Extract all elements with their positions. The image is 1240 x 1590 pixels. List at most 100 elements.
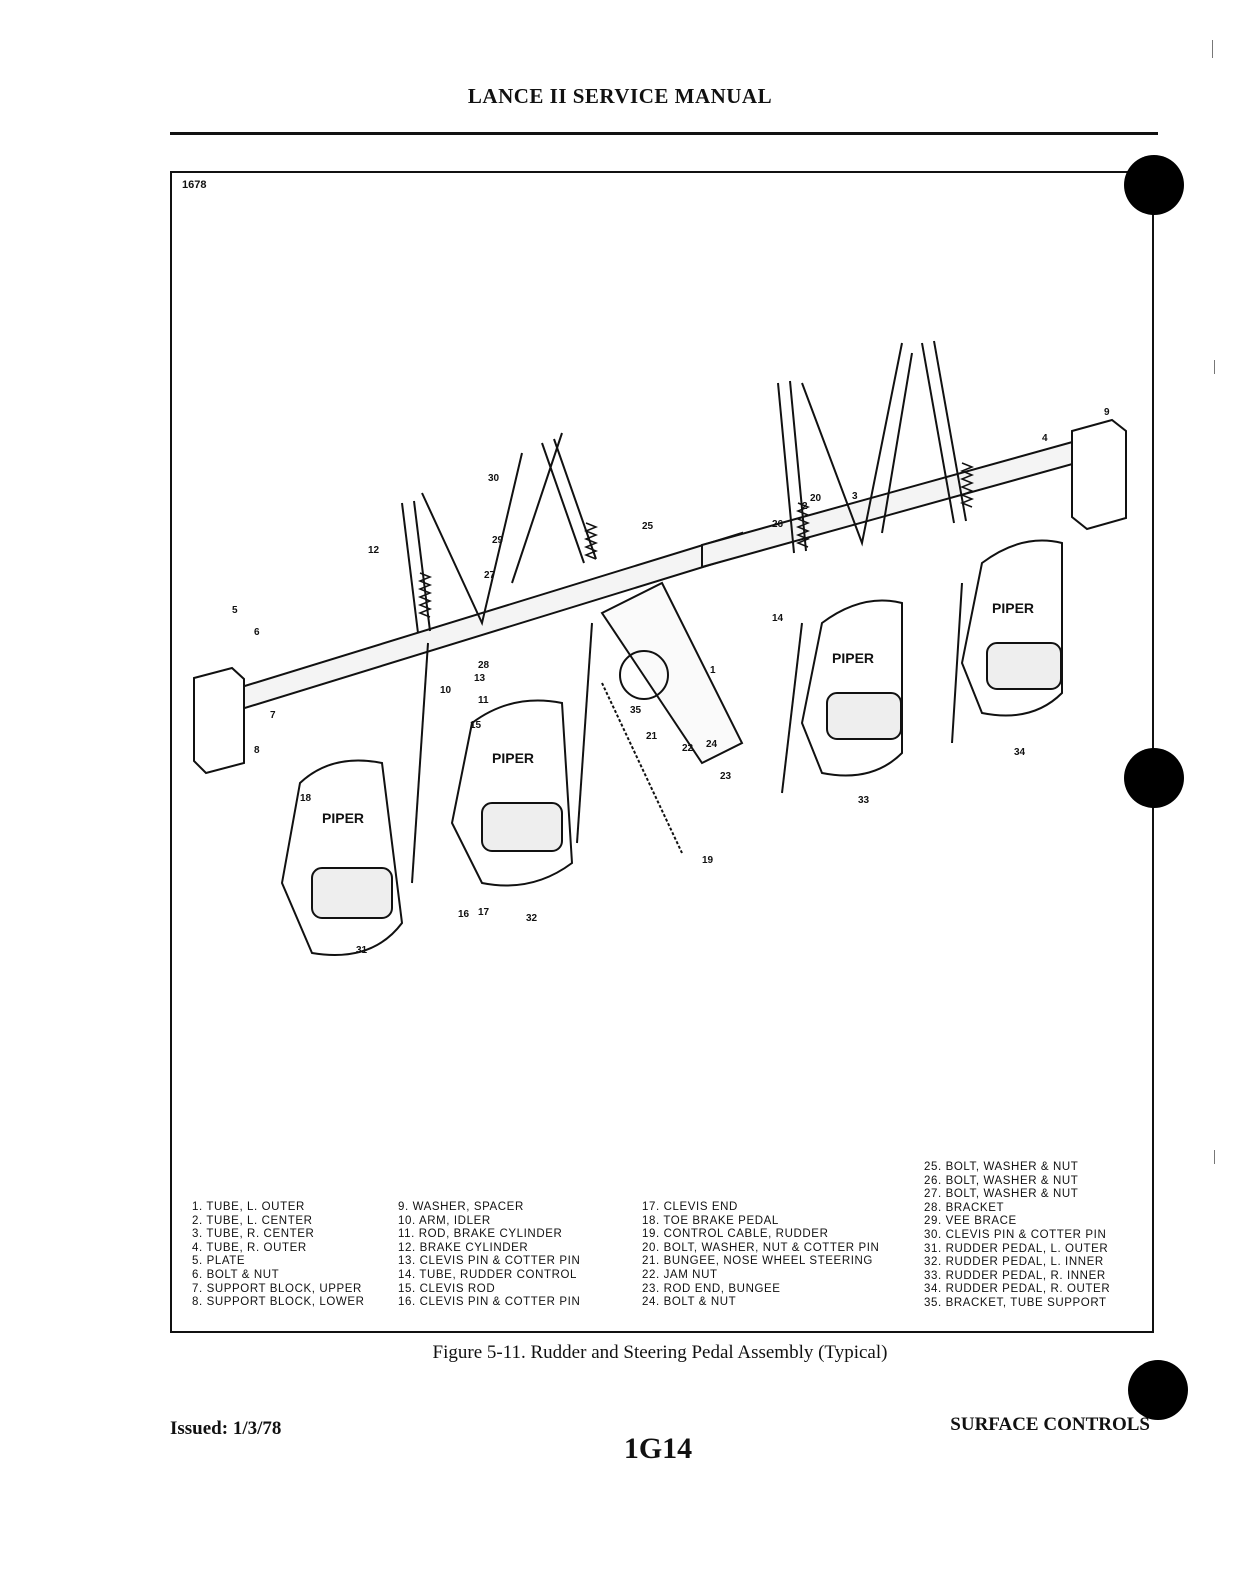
callout-number: 20 xyxy=(810,493,822,504)
legend-item: 31. RUDDER PEDAL, L. OUTER xyxy=(924,1242,1109,1255)
legend-item: 32. RUDDER PEDAL, L. INNER xyxy=(924,1256,1104,1269)
header-rule xyxy=(170,132,1158,135)
callout-number: 6 xyxy=(254,627,260,638)
punch-hole-top xyxy=(1124,155,1184,215)
legend-item: 10. ARM, IDLER xyxy=(398,1214,491,1227)
page-header-title: LANCE II SERVICE MANUAL xyxy=(467,84,773,108)
punch-hole-bottom xyxy=(1128,1360,1188,1420)
callout-number: 33 xyxy=(858,795,870,806)
pedal-brand-label: PIPER xyxy=(832,650,874,666)
callout-number: 1 xyxy=(710,665,716,676)
legend-item: 12. BRAKE CYLINDER xyxy=(398,1241,529,1254)
pedal-brand-label: PIPER xyxy=(992,600,1034,616)
legend-item: 24. BOLT & NUT xyxy=(642,1296,737,1309)
legend-item: 27. BOLT, WASHER & NUT xyxy=(924,1188,1079,1201)
legend-item: 13. CLEVIS PIN & COTTER PIN xyxy=(398,1255,581,1268)
rudder-pedal-r-inner xyxy=(800,599,903,777)
legend-item: 29. VEE BRACE xyxy=(924,1215,1017,1228)
callout-number: 25 xyxy=(642,521,654,532)
legend-item: 2. TUBE, L. CENTER xyxy=(192,1214,313,1227)
callout-number: 32 xyxy=(526,913,538,924)
callout-number: 13 xyxy=(474,673,486,684)
margin-mark xyxy=(1212,40,1213,58)
callout-number: 19 xyxy=(702,855,714,866)
legend-item: 16. CLEVIS PIN & COTTER PIN xyxy=(398,1296,581,1309)
legend-item: 22. JAM NUT xyxy=(642,1268,718,1281)
margin-mark xyxy=(1214,1150,1215,1164)
legend-item: 3. TUBE, R. CENTER xyxy=(192,1228,315,1241)
legend-item: 1. TUBE, L. OUTER xyxy=(192,1201,305,1213)
legend-item: 19. CONTROL CABLE, RUDDER xyxy=(642,1228,829,1241)
legend-column-4: 25. BOLT, WASHER & NUT 26. BOLT, WASHER … xyxy=(924,1161,1110,1311)
callout-number: 34 xyxy=(1014,747,1026,758)
legend-item: 15. CLEVIS ROD xyxy=(398,1282,496,1295)
callout-number: 27 xyxy=(484,570,496,581)
legend-item: 33. RUDDER PEDAL, R. INNER xyxy=(924,1269,1106,1282)
callout-number: 9 xyxy=(1104,407,1110,418)
callout-number: 30 xyxy=(488,473,500,484)
margin-mark xyxy=(1214,360,1215,374)
legend-item: 8. SUPPORT BLOCK, LOWER xyxy=(192,1296,365,1309)
callout-number: 18 xyxy=(300,793,312,804)
legend-item: 6. BOLT & NUT xyxy=(192,1268,280,1281)
legend-item: 18. TOE BRAKE PEDAL xyxy=(642,1214,779,1227)
legend-item: 28. BRACKET xyxy=(924,1201,1005,1214)
figure-frame: 1678 xyxy=(170,171,1154,1333)
callout-number: 16 xyxy=(458,909,470,920)
punch-hole-middle xyxy=(1124,748,1184,808)
issued-date: Issued: 1/3/78 xyxy=(170,1418,282,1439)
bracket-hole xyxy=(619,650,669,700)
vee-brace-set xyxy=(421,342,913,627)
callout-number: 21 xyxy=(646,731,658,742)
legend-item: 5. PLATE xyxy=(192,1255,246,1268)
control-rods xyxy=(411,582,963,884)
legend-item: 14. TUBE, RUDDER CONTROL xyxy=(398,1268,578,1281)
rudder-pedal-assembly-drawing: PIPER PIPER PIPER PIPER 1234567891011121… xyxy=(193,340,1127,956)
legend-item: 17. CLEVIS END xyxy=(642,1201,738,1213)
legend-item: 26. BOLT, WASHER & NUT xyxy=(924,1174,1079,1187)
legend-column-3: 17. CLEVIS END 18. TOE BRAKE PEDAL 19. C… xyxy=(642,1201,879,1310)
callout-number: 4 xyxy=(1042,433,1048,444)
callout-number: 12 xyxy=(368,545,380,556)
callout-number: 22 xyxy=(682,743,694,754)
callout-number: 7 xyxy=(270,710,276,721)
legend-item: 23. ROD END, BUNGEE xyxy=(642,1282,781,1295)
callout-number: 24 xyxy=(706,739,718,750)
callout-number: 8 xyxy=(254,745,260,756)
pedal-brand-label: PIPER xyxy=(492,750,534,766)
pedal-brand-label: PIPER xyxy=(322,810,364,826)
rudder-pedal-l-outer xyxy=(280,759,404,956)
callout-number: 2 xyxy=(802,501,808,512)
callout-number: 14 xyxy=(772,613,784,624)
legend-column-1: 1. TUBE, L. OUTER 2. TUBE, L. CENTER 3. … xyxy=(192,1201,365,1310)
legend-item: 21. BUNGEE, NOSE WHEEL STEERING xyxy=(642,1255,873,1268)
tube-support-bracket xyxy=(600,581,744,765)
section-name: SURFACE CONTROLS xyxy=(950,1414,1150,1435)
callout-number: 5 xyxy=(232,605,238,616)
callout-number: 15 xyxy=(470,720,482,731)
callout-number: 23 xyxy=(720,771,732,782)
legend-item: 30. CLEVIS PIN & COTTER PIN xyxy=(924,1228,1107,1241)
legend-item: 25. BOLT, WASHER & NUT xyxy=(924,1161,1079,1173)
legend-item: 7. SUPPORT BLOCK, UPPER xyxy=(192,1282,362,1295)
callout-number: 29 xyxy=(492,535,504,546)
support-block-right xyxy=(1071,418,1127,531)
support-block-left xyxy=(193,666,245,775)
callout-number: 3 xyxy=(852,491,858,502)
legend-item: 9. WASHER, SPACER xyxy=(398,1201,524,1213)
callout-number: 31 xyxy=(356,945,368,956)
figure-caption: Figure 5-11. Rudder and Steering Pedal A… xyxy=(432,1342,888,1363)
legend-item: 4. TUBE, R. OUTER xyxy=(192,1241,307,1254)
callout-number: 17 xyxy=(478,907,490,918)
legend-item: 11. ROD, BRAKE CYLINDER xyxy=(398,1228,563,1241)
callout-number: 10 xyxy=(440,685,452,696)
legend-item: 34. RUDDER PEDAL, R. OUTER xyxy=(924,1283,1111,1296)
return-springs xyxy=(417,462,975,618)
rudder-control-cable xyxy=(601,682,683,854)
legend-column-2: 9. WASHER, SPACER 10. ARM, IDLER 11. ROD… xyxy=(398,1201,580,1310)
legend-item: 20. BOLT, WASHER, NUT & COTTER PIN xyxy=(642,1241,880,1254)
toe-brake-pedals xyxy=(311,642,1062,919)
callout-number: 28 xyxy=(478,660,490,671)
